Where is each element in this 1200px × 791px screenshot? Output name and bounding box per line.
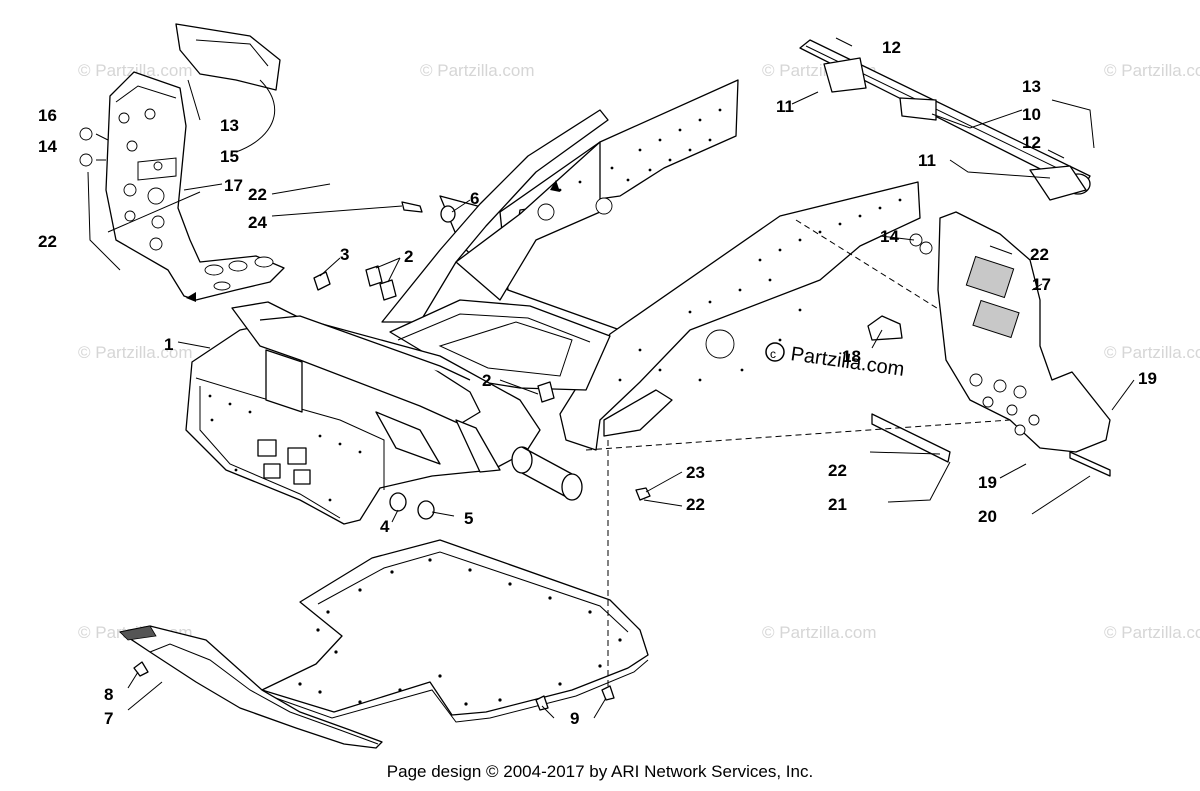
callout-22: 22	[248, 185, 267, 204]
callout-23: 23	[686, 463, 705, 482]
callout-20: 20	[978, 507, 997, 526]
left-steering-bracket	[105, 23, 285, 302]
callouts: 16 14 13 15 17 22 22 24 6 3 2 1 2 4 5 12…	[38, 38, 1157, 728]
callout-19: 19	[1138, 369, 1157, 388]
callout-21: 21	[828, 495, 847, 514]
watermark: © Partzilla.com	[762, 623, 877, 642]
callout-17: 17	[1032, 275, 1051, 294]
callout-17: 17	[224, 176, 243, 195]
callout-2: 2	[482, 371, 491, 390]
watermark: © Partzilla.com	[78, 61, 193, 80]
watermark: © Partzilla.com	[78, 343, 193, 362]
callout-4: 4	[380, 517, 390, 536]
main-chassis	[185, 79, 921, 525]
callout-16: 16	[38, 106, 57, 125]
belly-pan	[261, 539, 649, 723]
watermark: © Partzilla.com	[1104, 61, 1200, 80]
callout-14: 14	[880, 227, 899, 246]
callout-18: 18	[842, 347, 861, 366]
watermark: © Partzilla.com	[420, 61, 535, 80]
watermark: © Partzilla.com	[1104, 343, 1200, 362]
callout-19: 19	[978, 473, 997, 492]
callout-2: 2	[404, 247, 413, 266]
watermark: © Partzilla.com	[1104, 623, 1200, 642]
callout-3: 3	[340, 245, 349, 264]
callout-12: 12	[882, 38, 901, 57]
callout-24: 24	[248, 213, 267, 232]
callout-13: 13	[220, 116, 239, 135]
svg-text:c: c	[770, 347, 776, 361]
callout-22: 22	[1030, 245, 1049, 264]
callout-1: 1	[164, 335, 173, 354]
callout-22: 22	[38, 232, 57, 251]
steering-post	[799, 39, 1091, 201]
front-skid	[119, 625, 383, 749]
callout-6: 6	[470, 189, 479, 208]
callout-11: 11	[918, 151, 936, 170]
callout-14: 14	[38, 137, 57, 156]
callout-22: 22	[686, 495, 705, 514]
callout-5: 5	[464, 509, 473, 528]
callout-12: 12	[1022, 133, 1041, 152]
callout-15: 15	[220, 147, 239, 166]
callout-9: 9	[570, 709, 579, 728]
page-footer: Page design © 2004-2017 by ARI Network S…	[386, 762, 814, 781]
callout-11: 11	[776, 97, 794, 116]
brand-label: c Partzilla.com	[765, 342, 906, 381]
copyright-icon	[765, 342, 785, 362]
callout-13: 13	[1022, 77, 1041, 96]
callout-8: 8	[104, 685, 113, 704]
callout-10: 10	[1022, 105, 1041, 124]
callout-7: 7	[104, 709, 113, 728]
leader-lines	[87, 37, 1135, 719]
callout-22: 22	[828, 461, 847, 480]
right-steering-bracket	[867, 211, 1111, 477]
